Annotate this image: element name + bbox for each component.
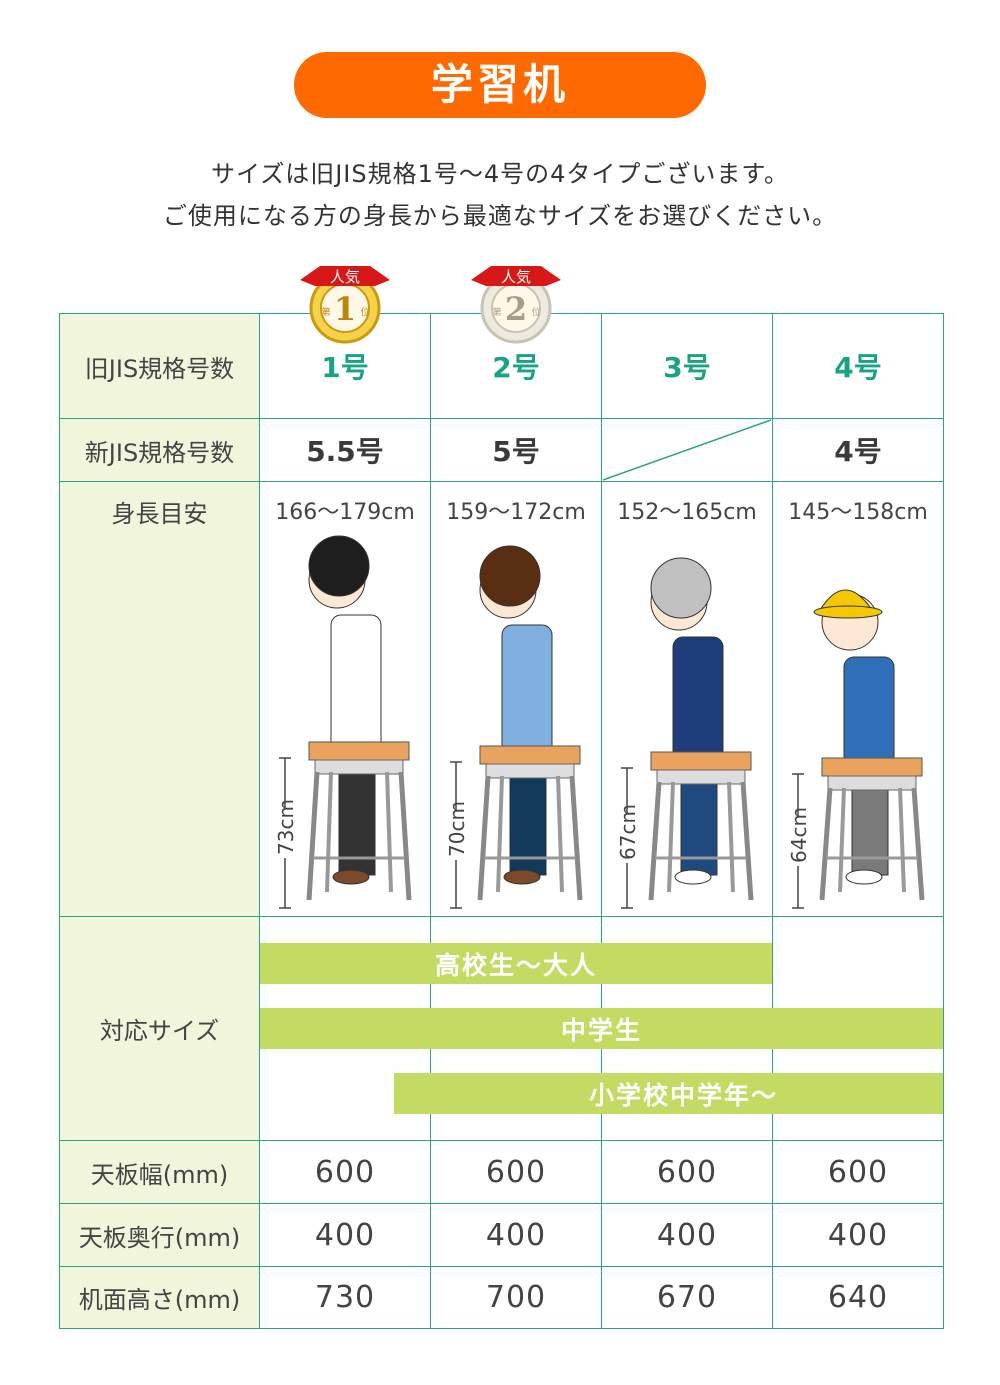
desk-height-label-4: 64cm: [787, 807, 811, 866]
label-size: 対応サイズ: [59, 916, 260, 1141]
cell-old-jis-3: 3号: [601, 313, 773, 419]
desk-height-label-3: 67cm: [616, 804, 640, 863]
cell-new-jis-4: 4号: [772, 418, 944, 482]
svg-text:位: 位: [360, 306, 369, 318]
desk-height-label-1: 73cm: [274, 799, 298, 858]
cell-width-2: 600: [430, 1140, 602, 1204]
body-icon: [672, 636, 724, 763]
cell-depth-2: 400: [430, 1203, 602, 1267]
svg-text:1: 1: [334, 290, 356, 328]
cell-old-jis-4: 4号: [772, 313, 944, 419]
label-depth: 天板奥行(mm): [59, 1203, 260, 1267]
student-figure-4: [792, 589, 925, 909]
svg-text:2: 2: [505, 290, 527, 328]
hair-icon: [479, 545, 541, 607]
svg-text:位: 位: [531, 306, 540, 318]
cell-desk-height-3: 670: [601, 1266, 773, 1329]
size-bar-elementary: 小学校中学年〜: [394, 1073, 943, 1114]
cell-depth-4: 400: [772, 1203, 944, 1267]
ribbon-icon: [471, 266, 561, 286]
cell-desk-height-2: 700: [430, 1266, 602, 1329]
label-height: 身長目安: [59, 481, 260, 917]
desk-top-icon: [650, 751, 752, 771]
cell-desk-height-1: 730: [259, 1266, 431, 1329]
popularity-rank-1-badge: 人気 1 第 位: [300, 266, 390, 344]
size-bar-junior-high: 中学生: [260, 1008, 943, 1049]
svg-text:人気: 人気: [330, 268, 360, 286]
popularity-rank-2-badge: 人気 2 第 位: [471, 266, 561, 344]
ribbon-icon: [300, 266, 390, 286]
cell-width-1: 600: [259, 1140, 431, 1204]
student-figure-1: [279, 535, 412, 909]
desk-top-icon: [308, 741, 410, 761]
subtitle-line-1: サイズは旧JIS規格1号〜4号の4タイプございます。: [210, 160, 790, 188]
hair-icon: [308, 535, 370, 597]
body-icon: [501, 624, 553, 757]
label-new-jis: 新JIS規格号数: [59, 418, 260, 482]
svg-text:第: 第: [492, 306, 501, 318]
cell-new-jis-1: 5.5号: [259, 418, 431, 482]
desk-height-label-2: 70cm: [445, 801, 469, 860]
label-desk-height: 机面高さ(mm): [59, 1266, 260, 1329]
svg-text:第: 第: [321, 306, 330, 318]
body-icon: [330, 614, 382, 753]
size-bar-high-school-adult: 高校生〜大人: [260, 943, 772, 984]
label-width: 天板幅(mm): [59, 1140, 260, 1204]
cell-depth-3: 400: [601, 1203, 773, 1267]
cell-desk-height-4: 640: [772, 1266, 944, 1329]
page-title: 学習机: [294, 52, 706, 118]
student-figure-3: [621, 557, 754, 909]
student-figure-2: [450, 545, 583, 909]
cell-new-jis-2: 5号: [430, 418, 602, 482]
label-old-jis: 旧JIS規格号数: [59, 313, 260, 419]
body-icon: [843, 656, 895, 769]
subtitle-line-2: ご使用になる方の身長から最適なサイズをお選びください。: [162, 202, 838, 230]
desk-top-icon: [479, 745, 581, 765]
not-applicable-diagonal: [602, 419, 772, 481]
svg-text:人気: 人気: [501, 268, 531, 286]
cell-width-3: 600: [601, 1140, 773, 1204]
hair-icon: [650, 557, 712, 619]
cell-depth-1: 400: [259, 1203, 431, 1267]
desk-top-icon: [821, 757, 923, 777]
cell-width-4: 600: [772, 1140, 944, 1204]
